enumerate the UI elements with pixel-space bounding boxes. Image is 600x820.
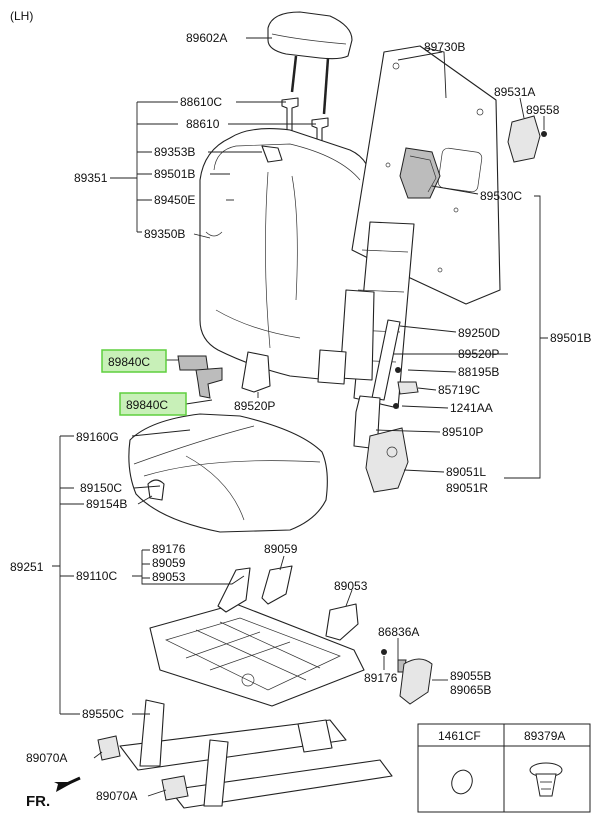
front-arrow-icon	[54, 776, 81, 792]
highlight-box	[119, 392, 187, 416]
part-label[interactable]: 89160G	[76, 430, 119, 444]
part-label[interactable]: 88610C	[180, 95, 222, 109]
part-label[interactable]: 89053	[334, 579, 368, 593]
part-label[interactable]: 89059	[264, 542, 298, 556]
part-label[interactable]: 89055B	[450, 669, 491, 683]
part-label[interactable]: 89510P	[442, 425, 483, 439]
part-label[interactable]: 89051L	[446, 465, 486, 479]
part-label[interactable]: 89110C	[76, 569, 117, 583]
part-label[interactable]: 89176	[152, 542, 186, 556]
part-label[interactable]: 89250D	[458, 326, 500, 340]
part-label[interactable]: 89051R	[446, 481, 488, 495]
clip-icon	[529, 762, 563, 797]
base-rails	[97, 699, 393, 809]
part-label[interactable]: 1241AA	[450, 401, 493, 415]
legend-header-1: 1461CF	[438, 729, 481, 743]
part-label[interactable]: 89840C	[126, 398, 168, 412]
recliner	[399, 147, 441, 199]
part-label[interactable]: 89501B	[154, 167, 195, 181]
part-label[interactable]: 89450E	[154, 193, 195, 207]
part-label[interactable]: 89530C	[480, 189, 522, 203]
part-label[interactable]: 89353B	[154, 145, 195, 159]
part-label[interactable]: 89602A	[186, 31, 227, 45]
part-label[interactable]: 89351	[74, 171, 108, 185]
fastener-legend-table: 1461CF 89379A	[417, 723, 591, 813]
part-label[interactable]: 89065B	[450, 683, 491, 697]
part-label[interactable]: 89531A	[494, 85, 535, 99]
headrest	[267, 11, 353, 115]
part-label[interactable]: 88610	[186, 117, 220, 131]
part-label[interactable]: 89520P	[234, 399, 275, 413]
part-label[interactable]: 89150C	[80, 481, 122, 495]
side-indicator: (LH)	[10, 9, 33, 23]
part-label[interactable]: 86836A	[378, 625, 419, 639]
part-label[interactable]: 89520P	[458, 347, 499, 361]
legend-header-2: 89379A	[524, 729, 565, 743]
latch-cover	[507, 115, 547, 163]
plug-icon	[451, 769, 473, 795]
part-label[interactable]: 89053	[152, 570, 186, 584]
highlight-box	[101, 349, 167, 373]
part-label[interactable]: 89558	[526, 103, 560, 117]
part-label[interactable]: 88195B	[458, 365, 499, 379]
part-label[interactable]: 89059	[152, 556, 186, 570]
part-label[interactable]: 89070A	[26, 751, 67, 765]
part-label[interactable]: 89840C	[108, 355, 150, 369]
front-label: FR.	[26, 793, 50, 810]
buckles	[177, 355, 223, 399]
seat-cushion	[128, 413, 328, 533]
part-label[interactable]: 89730B	[424, 40, 465, 54]
part-label[interactable]: 85719C	[438, 383, 480, 397]
cushion-frame	[149, 565, 433, 707]
part-label[interactable]: 89070A	[96, 789, 137, 803]
part-label[interactable]: 89154B	[86, 497, 127, 511]
part-label[interactable]: 89550C	[82, 707, 124, 721]
side-cover	[365, 427, 409, 493]
leader-lines	[52, 37, 548, 797]
part-label[interactable]: 89251	[10, 560, 44, 574]
part-label[interactable]: 89501B	[550, 331, 591, 345]
back-frame	[317, 221, 415, 409]
part-label[interactable]: 89350B	[144, 227, 185, 241]
part-label[interactable]: 89176	[364, 671, 398, 685]
